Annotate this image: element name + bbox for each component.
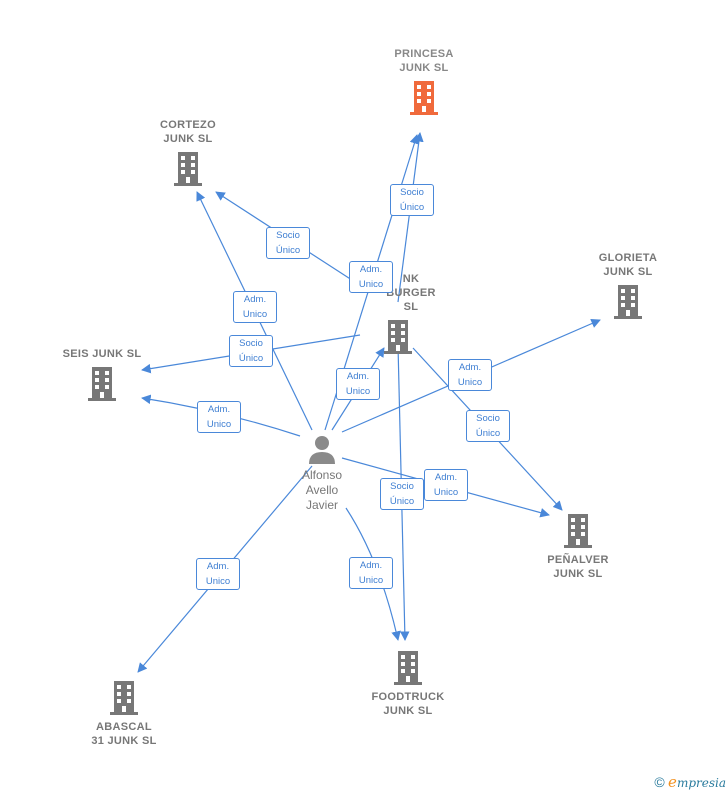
building-icon xyxy=(174,152,202,186)
building-icon xyxy=(88,367,116,401)
edge-label-socio-foodtruck[interactable]: Socio Único xyxy=(380,478,424,510)
edge-label-adm-burger[interactable]: Adm. Unico xyxy=(336,368,380,400)
company-nk-burger[interactable]: NK BURGER SL xyxy=(352,272,444,354)
edge-label-adm-glorieta[interactable]: Adm. Unico xyxy=(448,359,492,391)
person-alfonso-avello-javier[interactable]: Alfonso Avello Javier xyxy=(280,434,364,513)
edge-label-socio-penalver[interactable]: Socio Único xyxy=(466,410,510,442)
edge-burger-princesa xyxy=(397,132,424,303)
company-label: NK BURGER SL xyxy=(386,273,436,313)
company-penalver-junk[interactable]: PEÑALVER JUNK SL xyxy=(530,514,626,581)
company-abascal-junk[interactable]: ABASCAL 31 JUNK SL xyxy=(72,681,176,748)
brand-name: mpresia xyxy=(676,776,726,790)
company-label: GLORIETA JUNK SL xyxy=(598,252,658,278)
building-icon xyxy=(110,681,138,715)
edge-label-adm-cortezo[interactable]: Adm. Unico xyxy=(233,291,277,323)
copyright-symbol: © xyxy=(654,774,665,790)
company-foodtruck-junk[interactable]: FOODTRUCK JUNK SL xyxy=(358,651,458,718)
company-label: SEIS JUNK SL xyxy=(62,348,142,360)
edge-label-socio-seis[interactable]: Socio Único xyxy=(229,335,273,367)
company-label: FOODTRUCK JUNK SL xyxy=(371,691,445,717)
building-icon xyxy=(384,320,412,354)
brand-watermark: © empresia xyxy=(654,773,726,791)
company-seis-junk[interactable]: SEIS JUNK SL xyxy=(50,347,154,401)
edge-label-adm-burger-princesa[interactable]: Adm. Unico xyxy=(349,261,393,293)
edge-label-socio-princesa[interactable]: Socio Único xyxy=(390,184,434,216)
building-icon xyxy=(614,285,642,319)
company-princesa-junk[interactable]: PRINCESA JUNK SL xyxy=(372,47,476,115)
brand-logo-e: e xyxy=(668,773,677,791)
company-label: PEÑALVER JUNK SL xyxy=(547,554,609,580)
building-icon xyxy=(394,651,422,685)
person-label: Alfonso Avello Javier xyxy=(301,468,343,512)
building-icon xyxy=(410,81,438,115)
company-label: PRINCESA JUNK SL xyxy=(394,48,454,74)
company-glorieta-junk[interactable]: GLORIETA JUNK SL xyxy=(580,251,676,319)
edge-label-adm-seis[interactable]: Adm. Unico xyxy=(197,401,241,433)
building-icon xyxy=(564,514,592,548)
company-label: ABASCAL 31 JUNK SL xyxy=(91,721,157,747)
edge-label-adm-abascal[interactable]: Adm. Unico xyxy=(196,558,240,590)
company-cortezo-junk[interactable]: CORTEZO JUNK SL xyxy=(140,118,236,186)
edge-label-adm-foodtruck[interactable]: Adm. Unico xyxy=(349,557,393,589)
edge-label-adm-penalver[interactable]: Adm. Unico xyxy=(424,469,468,501)
edge-label-socio-cortezo[interactable]: Socio Único xyxy=(266,227,310,259)
person-icon xyxy=(309,436,335,464)
company-label: CORTEZO JUNK SL xyxy=(160,119,216,145)
